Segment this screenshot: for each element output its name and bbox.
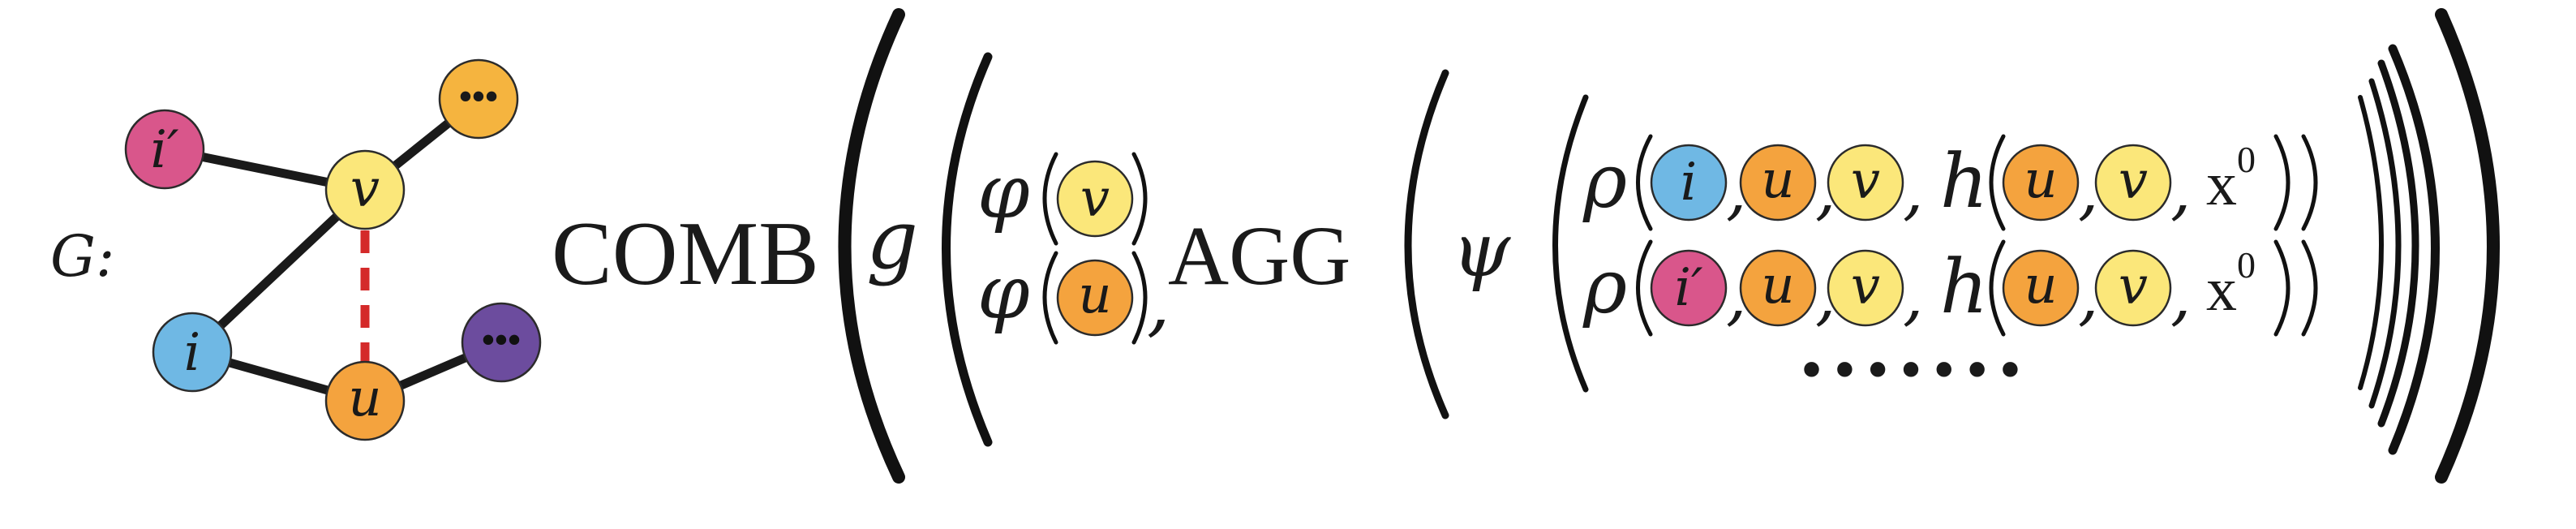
node-chip-u [1056,259,1134,337]
svg-text:,: , [2078,258,2098,333]
node-chip-u [2002,144,2080,221]
svg-text:,: , [2078,153,2098,228]
svg-text:•••: ••• [482,319,521,360]
rho-symbol: ρ [1582,243,1627,330]
node-chip-v [1827,144,1904,221]
svg-text:,: , [1903,153,1923,228]
comb-right-paren [2435,8,2500,484]
svg-text:i′: i′ [1675,258,1703,318]
node-chip-u [1739,249,1817,327]
psi-function: ψ [1452,207,1511,294]
svg-text:u: u [1078,265,1111,325]
h-function: h [1940,243,1988,330]
x0-superscript: 0 [2237,139,2256,180]
node-chip-v [2094,144,2172,221]
node-ellipsis-top: ••• [438,58,519,140]
svg-text:u: u [1761,150,1794,210]
node-chip-i [1650,144,1728,221]
node-chip-i-prime [1650,249,1728,327]
phi-symbol: φ [977,249,1030,336]
node-i: i [152,312,233,393]
g-right-paren [2388,44,2440,455]
svg-text:,: , [1903,258,1923,333]
comb-left-paren [838,8,905,484]
svg-text:,: , [1147,260,1170,346]
svg-text:,: , [2170,153,2191,228]
rho-symbol: ρ [1582,138,1627,225]
svg-text:i: i [1681,153,1697,213]
g-left-paren [942,52,993,447]
node-v: v [324,149,406,230]
formula: COMB g φ v φ u , AGG [552,8,2500,484]
x0-base: x [2206,150,2237,218]
svg-text:v: v [350,159,380,219]
continuation-dots: • • • • • • • [1802,338,2020,400]
node-chip-v [1827,249,1904,327]
node-chip-v [1056,160,1134,238]
rho-row-2: ρ i′ , u , v , h u , v , x 0 [1582,239,2318,337]
comb-operator: COMB [552,204,819,304]
svg-text:u: u [2024,256,2057,316]
agg-right-paren [2377,59,2419,428]
g-function: g [866,192,918,287]
psi-right-paren [2368,78,2402,409]
svg-text:i: i [184,323,200,383]
svg-text:,: , [2170,258,2191,333]
rho-row-1: ρ i , u , v , h u , v , x 0 [1582,134,2318,231]
svg-text:v: v [1080,169,1110,229]
graph-label: G: [50,223,115,290]
phi-symbol: φ [977,148,1030,235]
node-i-prime: i′ [124,109,205,190]
phi-u-term: φ u , [977,249,1170,346]
h-function: h [1940,138,1988,225]
svg-text:•••: ••• [459,75,498,117]
svg-text:u: u [1761,256,1794,316]
node-u: u [324,360,406,441]
node-chip-u [1739,144,1817,221]
svg-text:v: v [2119,151,2148,211]
svg-text:v: v [1851,256,1880,316]
svg-text:u: u [2024,150,2057,210]
graph: G: i′ v ••• i u ••• [50,58,542,441]
agg-left-paren [1404,69,1449,419]
agg-operator: AGG [1168,209,1350,303]
psi-left-paren [1552,94,1589,393]
svg-text:v: v [1851,151,1880,211]
svg-text:v: v [2119,256,2148,316]
x0-superscript: 0 [2237,244,2256,286]
node-chip-v [2094,249,2172,327]
svg-text:u: u [348,368,381,428]
node-chip-u [2002,249,2080,327]
node-ellipsis-bottom: ••• [461,302,542,383]
x0-base: x [2206,256,2237,324]
phi-v-term: φ v [977,148,1148,246]
svg-text:i′: i′ [151,120,179,180]
